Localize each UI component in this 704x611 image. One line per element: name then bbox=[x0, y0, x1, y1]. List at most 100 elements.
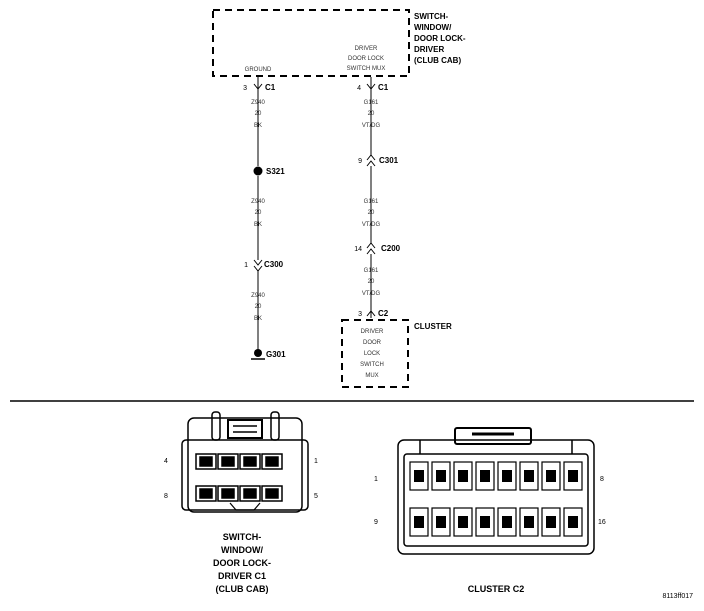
switch-title-line-1: SWITCH- bbox=[414, 12, 449, 21]
right-c1-label: C1 bbox=[378, 83, 389, 92]
c300-label: C300 bbox=[264, 260, 284, 269]
c2-connector-mark bbox=[366, 310, 376, 317]
c2-pin: 3 bbox=[358, 311, 362, 318]
c2-cavity-grid bbox=[409, 461, 583, 537]
right-c1-connector-mark bbox=[366, 83, 376, 90]
c2-cavity bbox=[409, 507, 429, 537]
right-seg3-gauge: 20 bbox=[368, 279, 375, 285]
right-c1-pin: 4 bbox=[357, 85, 361, 92]
c1-caption-line-4: DRIVER C1 bbox=[218, 571, 266, 581]
c301-pin: 9 bbox=[358, 158, 362, 165]
c1-pin-bottom-right: 5 bbox=[314, 493, 318, 500]
left-seg3-gauge: 20 bbox=[255, 304, 262, 310]
c1-pin-top-left: 4 bbox=[164, 458, 168, 465]
cluster-inner-line-4: SWITCH bbox=[360, 362, 384, 368]
c2-cavity bbox=[563, 461, 583, 491]
switch-title-line-2: WINDOW/ bbox=[414, 23, 452, 32]
c300-pin: 1 bbox=[244, 262, 248, 269]
ground-g301-label: G301 bbox=[266, 350, 286, 359]
c2-terminal bbox=[524, 470, 534, 482]
left-seg1-circuit: Z940 bbox=[251, 100, 265, 106]
ground-pin-label: GROUND bbox=[245, 67, 272, 73]
c301-label: C301 bbox=[379, 156, 399, 165]
right-seg3-color: VT/DG bbox=[362, 291, 381, 297]
c1-bottom-cavities bbox=[195, 485, 283, 502]
right-seg2-circuit: G161 bbox=[364, 199, 379, 205]
cluster-inner-line-2: DOOR bbox=[363, 340, 382, 346]
c2-pin-bottom-right: 16 bbox=[598, 519, 606, 526]
switch-title-line-5: (CLUB CAB) bbox=[414, 56, 461, 65]
c200-connector-mark bbox=[366, 242, 376, 255]
c2-terminal bbox=[546, 516, 556, 528]
c2-cavity bbox=[409, 461, 429, 491]
c1-caption-line-2: WINDOW/ bbox=[221, 545, 263, 555]
c2-cavity bbox=[475, 461, 495, 491]
right-seg3-circuit: G161 bbox=[364, 268, 379, 274]
c300-connector-mark bbox=[253, 259, 263, 272]
switch-inner-line-3: SWITCH MUX bbox=[347, 66, 386, 72]
c2-pin-top-right: 8 bbox=[600, 476, 604, 483]
right-seg1-gauge: 20 bbox=[368, 111, 375, 117]
cluster-inner-line-3: LOCK bbox=[364, 351, 380, 357]
c2-terminal bbox=[502, 470, 512, 482]
c2-cavity bbox=[497, 507, 517, 537]
switch-title-line-3: DOOR LOCK- bbox=[414, 34, 466, 43]
right-seg1-color: VT/DG bbox=[362, 123, 381, 129]
c2-cavity bbox=[431, 461, 451, 491]
c2-cavity bbox=[541, 461, 561, 491]
splice-s321-dot bbox=[253, 166, 263, 176]
left-seg3-color: BK bbox=[254, 316, 262, 322]
c2-cavity bbox=[519, 507, 539, 537]
ground-g301-icon bbox=[251, 349, 265, 360]
c2-terminal bbox=[480, 470, 490, 482]
c2-terminal bbox=[546, 470, 556, 482]
c2-caption: CLUSTER C2 bbox=[468, 584, 525, 594]
switch-inner-line-1: DRIVER bbox=[355, 46, 378, 52]
c2-cavity bbox=[475, 507, 495, 537]
c2-cavity bbox=[431, 507, 451, 537]
right-seg2-color: VT/DG bbox=[362, 222, 381, 228]
c2-terminal bbox=[502, 516, 512, 528]
switch-component: SWITCH- WINDOW/ DOOR LOCK- DRIVER (CLUB … bbox=[212, 9, 466, 77]
c2-label: C2 bbox=[378, 309, 389, 318]
c1-top-cavities bbox=[195, 453, 283, 470]
left-seg2-circuit: Z940 bbox=[251, 199, 265, 205]
c2-terminal bbox=[414, 516, 424, 528]
c1-pin-top-right: 1 bbox=[314, 458, 318, 465]
right-circuit: 4 C1 G161 20 VT/DG 9 C301 G161 20 VT/DG … bbox=[354, 77, 401, 318]
switch-title-line-4: DRIVER bbox=[414, 45, 444, 54]
splice-s321-label: S321 bbox=[266, 167, 285, 176]
c301-connector-mark bbox=[366, 154, 376, 167]
cluster-inner-line-1: DRIVER bbox=[361, 329, 384, 335]
c1-caption-line-5: (CLUB CAB) bbox=[216, 584, 269, 594]
left-c1-label: C1 bbox=[265, 83, 276, 92]
left-seg2-color: BK bbox=[254, 222, 262, 228]
left-c1-pin: 3 bbox=[243, 85, 247, 92]
c2-pin-bottom-left: 9 bbox=[374, 519, 378, 526]
c2-terminal bbox=[458, 470, 468, 482]
left-seg3-circuit: Z940 bbox=[251, 293, 265, 299]
c2-terminal bbox=[524, 516, 534, 528]
c2-terminal bbox=[458, 516, 468, 528]
c2-terminal bbox=[414, 470, 424, 482]
figure-id: 8113ff017 bbox=[663, 593, 694, 600]
cluster-box-outline bbox=[341, 319, 409, 388]
cluster-title: CLUSTER bbox=[414, 322, 452, 331]
c2-cavity bbox=[519, 461, 539, 491]
cluster-component: CLUSTER DRIVER DOOR LOCK SWITCH MUX bbox=[341, 319, 452, 388]
c2-cavity bbox=[541, 507, 561, 537]
c2-terminal bbox=[436, 470, 446, 482]
left-seg2-gauge: 20 bbox=[255, 210, 262, 216]
c2-terminal bbox=[568, 516, 578, 528]
left-c1-connector-mark bbox=[253, 83, 263, 90]
c2-pin-top-left: 1 bbox=[374, 476, 378, 483]
c2-cavity bbox=[453, 507, 473, 537]
cluster-inner-line-5: MUX bbox=[365, 373, 378, 379]
c1-caption-line-3: DOOR LOCK- bbox=[213, 558, 271, 568]
c2-terminal bbox=[436, 516, 446, 528]
c2-cavity bbox=[453, 461, 473, 491]
c200-label: C200 bbox=[381, 244, 401, 253]
switch-inner-line-2: DOOR LOCK bbox=[348, 56, 384, 62]
left-seg1-gauge: 20 bbox=[255, 111, 262, 117]
